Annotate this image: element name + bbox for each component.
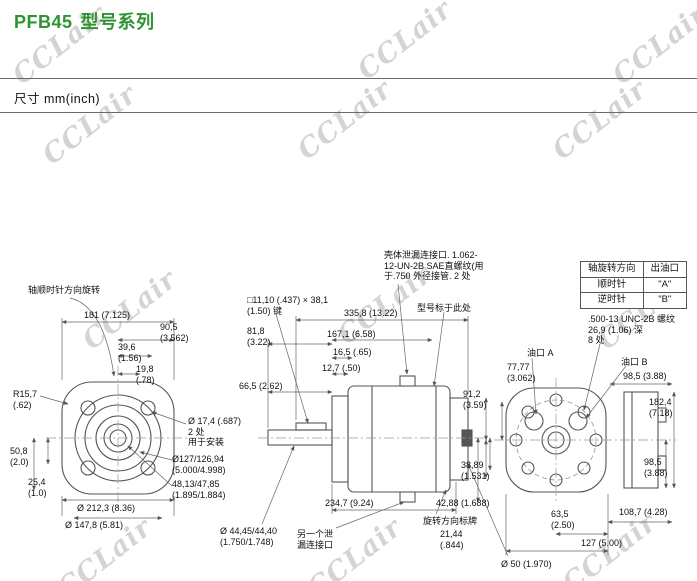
label-d16-5: 16,5 (.65) [333, 347, 372, 357]
label-d21-44: 21,44 (.844) [440, 529, 464, 550]
rear-view-centerlines [494, 378, 676, 502]
side-view-dimensions [261, 283, 509, 557]
label-d12-7: 12,7 (.50) [322, 363, 361, 373]
label-d66-5: 66,5 (2.62) [239, 381, 283, 391]
label-d50-8: 50,8 (2.0) [10, 446, 29, 467]
label-d50: Ø 50 (1.970) [501, 559, 552, 569]
label-d335-8: 335,8 (13.22) [344, 308, 398, 318]
label-d98-5a: 98,5 (3.88) [623, 371, 667, 381]
label-d127b: 127 (5.00) [581, 538, 623, 548]
label-r15-7: R15,7 (.62) [13, 389, 38, 410]
side-view [267, 375, 473, 503]
label-rotation-plate: 旋转方向标牌 [423, 516, 478, 526]
label-d181: 181 (7.125) [84, 310, 131, 320]
front-view-centerlines [46, 366, 190, 510]
series-label: 型号系列 [80, 12, 155, 32]
table-header-row: 轴旋转方向 出油口 [580, 261, 688, 278]
label-d25-4: 25,4 (1.0) [28, 477, 47, 498]
label-case-drain-note: 壳体泄漏连接口. 1.062- 12-UN-2B SAE直螺纹(用 于.750 … [384, 250, 484, 281]
front-view-dimensions [32, 297, 187, 520]
label-d44-45: Ø 44,45/44,40 (1.750/1.748) [220, 526, 278, 547]
page-title: PFB45 型号系列 [14, 8, 155, 34]
label-port-b: 油口 B [621, 357, 648, 367]
label-model-here: 型号标于此处 [417, 303, 472, 313]
rotation-direction-table: 轴旋转方向 出油口 顺时针 "A" 逆时针 "B" [580, 261, 688, 309]
label-d147-8: Ø 147,8 (5.81) [65, 520, 124, 530]
dimension-unit-label: 尺寸 mm(inch) [14, 92, 101, 106]
label-d17-4: Ø 17,4 (.687) 2 处 用于安装 [188, 416, 242, 447]
label-d19-8: 19,8 (.78) [136, 364, 155, 385]
table-cell-port: "B" [642, 292, 688, 309]
label-port-a: 油口 A [527, 348, 554, 358]
label-d39-6: 39,6 (1.56) [118, 342, 142, 363]
label-d98-5b: 98,5 (3.88) [644, 457, 668, 478]
label-rotation-note: 轴顺时针方向旋转 [28, 285, 101, 295]
label-d63-5: 63,5 (2.50) [551, 509, 575, 530]
label-unc-note: .500-13 UNC-2B 螺纹 26,9 (1.06) 深 8 处 [588, 314, 676, 345]
label-d182-4: 182,4 (7.18) [649, 397, 673, 418]
label-d81-8: 81,8 (3.22) [247, 326, 271, 347]
label-d108-7: 108,7 (4.28) [619, 507, 668, 517]
rear-view-dimensions [484, 343, 676, 555]
label-d212-3: Ø 212,3 (8.36) [77, 503, 136, 513]
table-row: 逆时针 "B" [580, 292, 688, 309]
label-d91-2: 91,2 (3.59) [463, 389, 487, 410]
header-divider [0, 78, 697, 79]
model-code: PFB45 [14, 12, 73, 32]
table-cell-direction: 逆时针 [580, 292, 644, 309]
label-d167-1: 167,1 (6.58) [327, 329, 376, 339]
label-d42-88: 42,88 (1.688) [436, 498, 490, 508]
label-d48-13: 48,13/47,85 (1.895/1.884) [172, 479, 226, 500]
label-d38-89: 38,89 (1.531) [461, 460, 490, 481]
label-d77-77: 77,77 (3.062) [507, 362, 536, 383]
subtitle-divider [0, 112, 697, 113]
label-key-note: □11,10 (.437) × 38,1 (1.50) 键 [247, 295, 329, 316]
label-d127: Ø127/126,94 (5.000/4.998) [172, 454, 226, 475]
table-row: 顺时针 "A" [580, 276, 688, 293]
label-d234-7: 234,7 (9.24) [325, 498, 374, 508]
label-other-drain: 另一个泄 漏连接口 [297, 529, 334, 550]
label-d90-5: 90,5 (3.562) [160, 322, 189, 343]
